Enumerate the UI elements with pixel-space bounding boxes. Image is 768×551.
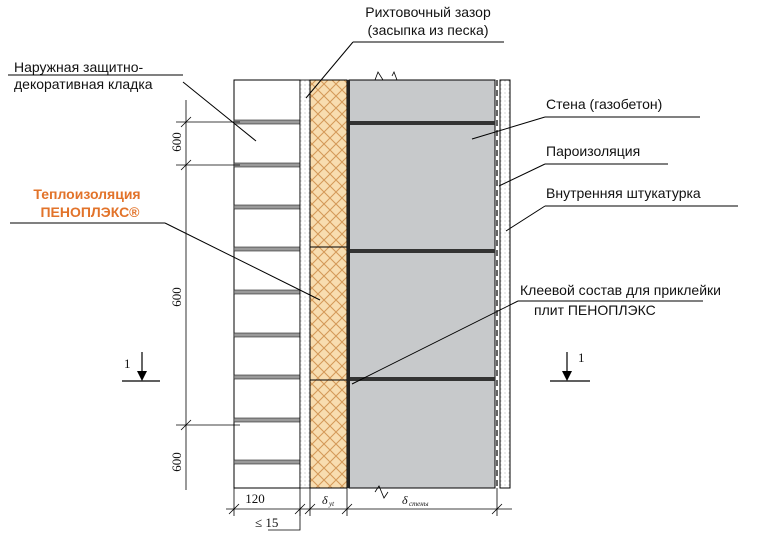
brick-cladding (233, 79, 301, 489)
leader-vapor (498, 163, 546, 187)
break-mark (374, 485, 389, 499)
brick-joint (233, 374, 301, 380)
dim-insulation-thickness-sub: уt (328, 500, 335, 508)
dim-joint-max: ≤ 15 (255, 515, 278, 530)
interior-plaster-layer (499, 79, 511, 489)
brick-joint (233, 119, 301, 125)
block-joint (349, 249, 495, 253)
leader-gap (305, 41, 354, 99)
leader-insulation (164, 222, 321, 301)
dim-spacing-bottom: 600 (169, 452, 184, 472)
label-vapor-barrier: Пароизоляция (546, 143, 640, 159)
leader-cladding (182, 81, 257, 142)
block-joint (349, 377, 495, 381)
section-mark-left (122, 352, 160, 382)
label-adhesive-line2: плит ПЕНОПЛЭКС (534, 302, 656, 318)
section-label-left: 1 (124, 356, 131, 371)
block-joint (349, 121, 495, 125)
vertical-dimension (176, 100, 240, 490)
adhesive-layer (347, 80, 350, 488)
break-mark (391, 71, 398, 81)
section-mark-right (550, 352, 590, 382)
brick-joint (233, 289, 301, 295)
label-adhesive-line1: Клеевой состав для приклейки (520, 282, 721, 298)
brick-joint (233, 246, 301, 252)
aerated-concrete-wall (347, 79, 496, 489)
label-gap-line1: Рихтовочный зазор (365, 4, 491, 20)
brick-joint (233, 417, 301, 423)
label-cladding-line1: Наружная защитно- (14, 59, 144, 75)
sand-gap (299, 79, 311, 489)
dim-spacing-top: 600 (169, 132, 184, 152)
break-mark (374, 71, 384, 81)
label-gap-line2: (засыпка из песка) (368, 22, 489, 38)
label-insulation-line2: ПЕНОПЛЭКС® (40, 204, 140, 220)
dim-wall-thickness: δ (402, 493, 408, 507)
section-label-right: 1 (578, 350, 585, 365)
dim-spacing-middle: 600 (169, 287, 184, 307)
brick-joint (233, 459, 301, 465)
horizontal-dimension (226, 488, 512, 531)
leader-adhesive (351, 300, 519, 385)
brick-joint (233, 162, 301, 168)
dim-brick-width: 120 (245, 491, 265, 506)
brick-joint (233, 204, 301, 210)
dim-wall-thickness-sub: стены (409, 500, 429, 508)
label-cladding-line2: декоративная кладка (14, 76, 153, 92)
brick-joint (233, 332, 301, 338)
leader-plaster (505, 205, 546, 232)
leader-wall (471, 116, 546, 140)
label-insulation-line1: Теплоизоляция (33, 186, 140, 202)
insulation-layer (309, 79, 348, 489)
dim-insulation-thickness: δ (322, 493, 328, 507)
label-plaster: Внутренняя штукатурка (546, 185, 701, 201)
label-wall: Стена (газобетон) (546, 96, 662, 112)
